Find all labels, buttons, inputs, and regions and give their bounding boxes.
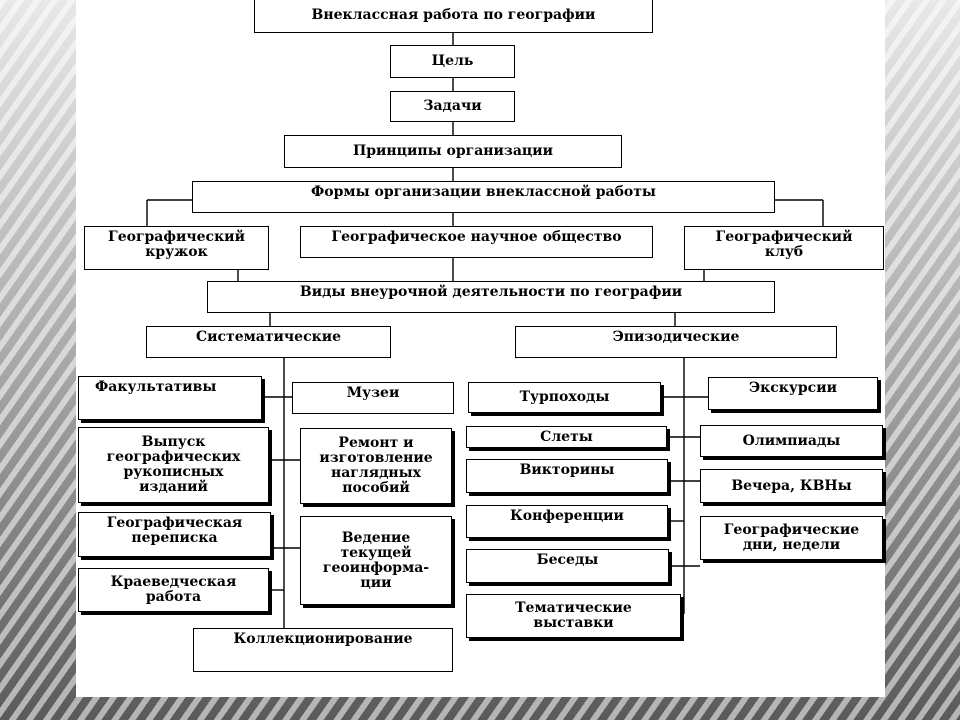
episodic-quizzes: Викторины [466,459,668,493]
principles-node: Принципы организации [284,135,622,168]
episodic-geo-days: Географические дни, недели [700,516,883,560]
episodic-olympiads: Олимпиады [700,425,883,457]
form-item-geo-society: Географическое научное общество [300,226,653,258]
systematic-collecting: Коллекционирование [193,628,453,672]
systematic-museums: Музеи [292,382,454,414]
episodic-excursions: Экскурсии [708,377,878,410]
episodic-thematic-exhibitions: Тематические выставки [466,594,681,638]
systematic-geoinformation: Ведение текущей геоинформа- ции [300,516,452,605]
systematic-visual-aids: Ремонт и изготовление наглядных пособий [300,428,452,504]
episodic-conferences: Конференции [466,505,668,538]
form-item-geo-club-circle: Географический кружок [84,226,269,270]
forms-node: Формы организации внеклассной работы [192,181,775,213]
episodic-talks: Беседы [466,549,669,583]
activity-types-node: Виды внеурочной деятельности по географи… [207,281,775,313]
systematic-geo-correspondence: Географическая переписка [78,512,271,557]
systematic-handwritten-publications: Выпуск географических рукописных изданий [78,427,269,503]
episodic-hiking: Турпоходы [468,382,661,413]
episodic-rallies: Слеты [466,426,667,448]
systematic-node: Систематические [146,326,391,358]
tasks-node: Задачи [390,91,515,122]
episodic-evenings: Вечера, КВНы [700,469,883,503]
episodic-node: Эпизодические [515,326,837,358]
form-item-geo-club: Географический клуб [684,226,884,270]
systematic-electives: Факультативы [78,376,262,420]
root-node: Внеклассная работа по географии [254,0,653,33]
systematic-local-history: Краеведческая работа [78,568,269,612]
goal-node: Цель [390,45,515,78]
